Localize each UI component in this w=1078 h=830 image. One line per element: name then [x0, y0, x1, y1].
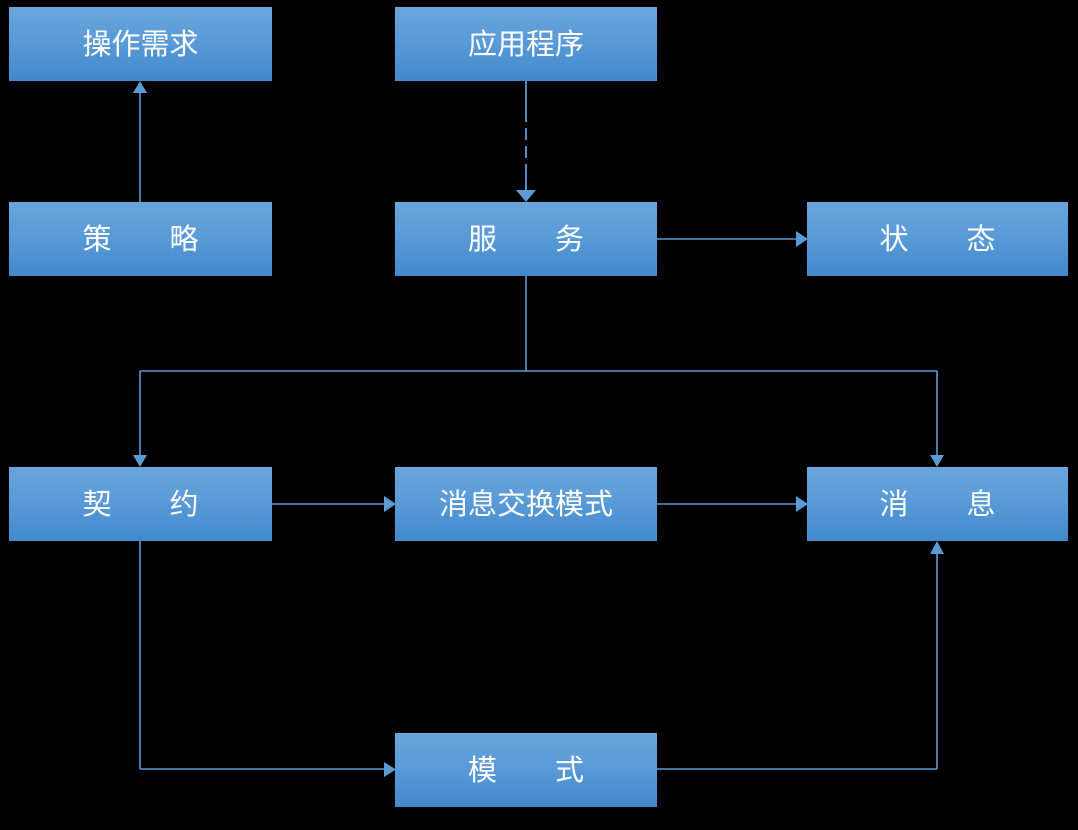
edge-mep-to-message — [657, 496, 808, 512]
node-label: 服 务 — [467, 221, 584, 256]
node-contract[interactable]: 契 约 — [9, 467, 272, 541]
edge-contract-to-mep — [272, 496, 396, 512]
node-application[interactable]: 应用程序 — [395, 7, 657, 81]
edge-service-to-contract-and-message — [133, 276, 944, 467]
edge-application-to-service — [516, 81, 536, 202]
node-label: 策 略 — [82, 221, 199, 256]
node-message-exchange-pattern[interactable]: 消息交换模式 — [395, 467, 657, 541]
node-pattern[interactable]: 模 式 — [395, 733, 657, 807]
edge-pattern-to-message — [657, 541, 944, 770]
node-label: 操作需求 — [82, 26, 199, 61]
edge-service-to-state — [657, 231, 808, 247]
node-operational-requirements[interactable]: 操作需求 — [9, 7, 272, 81]
node-label: 模 式 — [467, 752, 584, 787]
edge-policy-to-operational — [133, 81, 147, 202]
node-policy[interactable]: 策 略 — [9, 202, 272, 276]
node-service[interactable]: 服 务 — [395, 202, 657, 276]
node-label: 契 约 — [82, 486, 199, 521]
node-label: 消 息 — [879, 486, 996, 521]
node-message[interactable]: 消 息 — [807, 467, 1068, 541]
node-label: 应用程序 — [467, 26, 584, 61]
node-label: 状 态 — [879, 221, 996, 256]
node-state[interactable]: 状 态 — [807, 202, 1068, 276]
edge-contract-to-pattern — [139, 541, 396, 777]
node-label: 消息交换模式 — [438, 486, 613, 521]
